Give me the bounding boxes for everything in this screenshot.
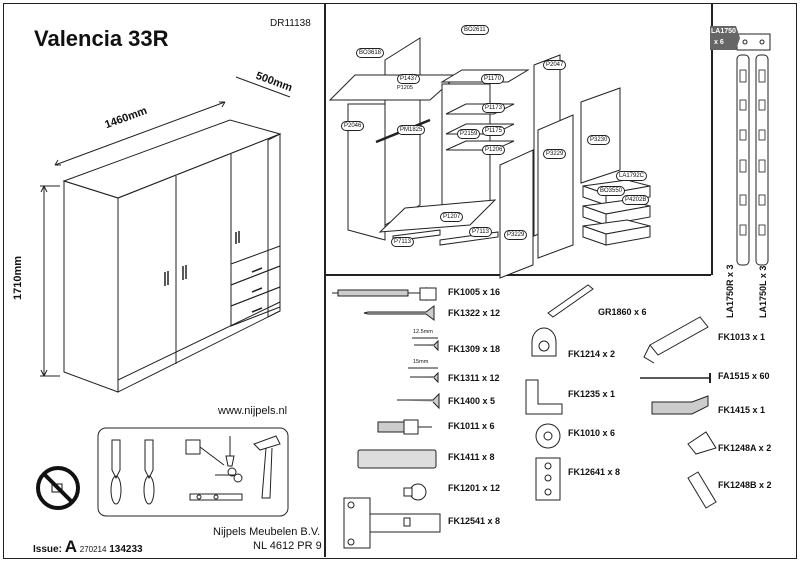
panel-label: P3229 <box>504 230 528 240</box>
hardware-label: FK1400 x 5 <box>448 396 496 406</box>
hardware-label: FK1309 x 18 <box>448 344 501 354</box>
hardware-label: FK12541 x 8 <box>448 516 501 526</box>
vertical-divider <box>324 4 326 557</box>
document-code: DR11138 <box>270 18 311 29</box>
panel-label: P2046 <box>341 121 365 131</box>
panel-label: PM1825 <box>397 125 426 135</box>
hardware-label: FK12641 x 8 <box>568 467 621 477</box>
panel-label: BO3618 <box>356 48 385 58</box>
runner-top-label: LA1750 <box>711 28 736 35</box>
company-address: NL 4612 PR 9 <box>253 540 322 552</box>
hardware-label: FK1411 x 8 <box>448 452 495 462</box>
hardware-label: FK1248B x 2 <box>718 480 772 490</box>
hardware-label: FK1011 x 6 <box>448 421 495 431</box>
hardware-label: FK1235 x 1 <box>568 389 616 399</box>
runner-top-qty: x 6 <box>714 39 724 46</box>
hardware-label: FK1248A x 2 <box>718 443 772 453</box>
product-title: Valencia 33R <box>34 26 169 51</box>
panel-label: P7113 <box>391 237 414 247</box>
hardware-label: FK1010 x 6 <box>568 428 616 438</box>
instruction-sheet <box>3 3 797 559</box>
hardware-label: FK1415 x 1 <box>718 405 766 415</box>
company-name: Nijpels Meubelen B.V. <box>213 526 321 538</box>
panel-label: P1175 <box>482 126 505 136</box>
issue-info: Issue: A 270214 134233 <box>33 537 143 556</box>
panel-label: P1437 <box>397 74 421 84</box>
panel-label: LA1792C <box>616 171 648 181</box>
panel-label: P2159 <box>457 129 481 139</box>
horizontal-divider <box>325 274 711 276</box>
panel-label: P1206 <box>482 145 506 155</box>
panel-label: P3230 <box>587 135 611 145</box>
hardware-label: FA1515 x 60 <box>718 371 770 381</box>
panel-label: P1173 <box>482 103 505 113</box>
panel-label: P3229 <box>543 149 567 159</box>
website-link[interactable]: www.nijpels.nl <box>218 405 288 417</box>
panel-label: P1207 <box>440 212 464 222</box>
measure-label: 12.5mm <box>413 329 433 335</box>
hardware-label: FK1005 x 16 <box>448 287 501 297</box>
panel-label: P4202B <box>622 195 650 205</box>
runner-divider <box>711 4 713 275</box>
hardware-label: FK1311 x 12 <box>448 373 500 383</box>
hardware-label: FK1013 x 1 <box>718 332 766 342</box>
panel-label: P2047 <box>543 60 567 70</box>
hardware-label: FK1322 x 12 <box>448 308 501 318</box>
measure-label: 15mm <box>413 359 429 365</box>
company-info: Nijpels Meubelen B.V. NL 4612 PR 9 <box>213 525 322 553</box>
panel-label: P1205 <box>397 85 413 91</box>
panel-label: BO3550 <box>597 186 626 196</box>
hardware-label: FK1201 x 12 <box>448 483 501 493</box>
hardware-label: GR1860 x 6 <box>598 307 647 317</box>
hardware-label: FK1214 x 2 <box>568 349 616 359</box>
panel-label: P7113 <box>469 227 492 237</box>
panel-label: BO2611 <box>461 25 489 35</box>
panel-label: P1170 <box>481 74 504 84</box>
